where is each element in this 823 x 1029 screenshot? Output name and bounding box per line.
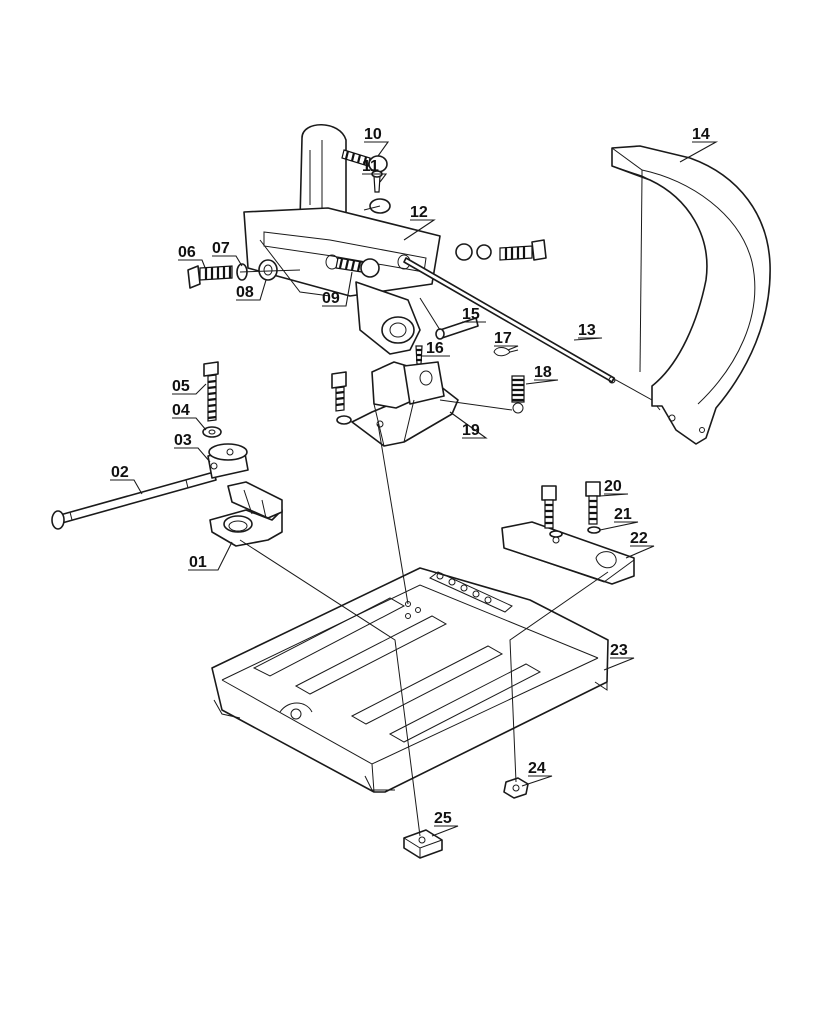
bolt-10	[341, 149, 388, 173]
part-label-12: 12	[403, 204, 436, 241]
part-label-13: 13	[573, 322, 603, 341]
screw-16	[415, 345, 423, 365]
part-label-23: 23	[603, 642, 635, 671]
part-label-07: 07	[212, 240, 243, 267]
part-label-10: 10	[364, 126, 390, 157]
lever-bracket-12	[363, 198, 391, 214]
svg-text:18: 18	[534, 364, 552, 381]
vise-bracket	[209, 481, 283, 547]
svg-text:15: 15	[462, 306, 480, 323]
part-label-03: 03	[174, 432, 211, 463]
right-nut-bolt-set	[455, 239, 547, 261]
svg-text:05: 05	[172, 378, 190, 395]
vise-spindle	[51, 471, 217, 530]
part-label-24: 24	[521, 760, 553, 787]
washer-04	[202, 426, 222, 438]
svg-text:10: 10	[364, 126, 382, 143]
part-label-14: 14	[679, 126, 719, 163]
bolt-09	[335, 257, 380, 278]
part-label-05: 05	[172, 378, 207, 395]
part-label-02: 02	[110, 464, 143, 495]
assembly-centerlines	[239, 269, 609, 837]
svg-text:12: 12	[410, 204, 428, 221]
washer-08	[258, 259, 278, 281]
svg-text:06: 06	[178, 244, 196, 261]
part-label-22: 22	[625, 530, 655, 559]
base-plate	[211, 567, 609, 793]
pivot-base	[351, 361, 459, 447]
part-label-11: 11	[362, 158, 388, 183]
part-label-16: 16	[422, 340, 450, 357]
part-label-15: 15	[462, 306, 486, 323]
part-label-08: 08	[236, 279, 267, 301]
blade-guard	[611, 145, 771, 445]
svg-text:20: 20	[604, 478, 622, 495]
part-label-18: 18	[525, 364, 559, 385]
vise-nut-block	[207, 443, 249, 479]
nut-24	[503, 777, 529, 799]
svg-text:09: 09	[322, 290, 340, 307]
svg-text:21: 21	[614, 506, 632, 523]
svg-text:03: 03	[174, 432, 192, 449]
bolt-06	[187, 265, 233, 289]
part-label-04: 04	[172, 402, 207, 431]
fence-22	[501, 521, 635, 585]
part-label-01: 01	[188, 541, 233, 571]
part-label-19: 19	[449, 411, 488, 439]
part-label-17: 17	[494, 330, 519, 351]
part-label-20: 20	[599, 478, 629, 497]
bolt-05	[203, 361, 219, 422]
part-label-25: 25	[431, 810, 459, 837]
square-nut-25	[403, 829, 443, 859]
svg-text:19: 19	[462, 422, 480, 439]
part-label-06: 06	[178, 244, 207, 271]
svg-text:08: 08	[236, 284, 254, 301]
svg-text:07: 07	[212, 240, 230, 257]
svg-text:04: 04	[172, 402, 190, 419]
svg-text:23: 23	[610, 642, 628, 659]
svg-text:14: 14	[692, 126, 710, 143]
part-label-09: 09	[322, 271, 353, 307]
svg-text:11: 11	[362, 158, 379, 175]
bolt-19-mount	[331, 371, 352, 425]
bolt-20	[541, 481, 601, 529]
svg-text:01: 01	[189, 554, 207, 571]
svg-text:22: 22	[630, 530, 648, 547]
svg-text:17: 17	[494, 330, 512, 347]
spring-18	[511, 375, 525, 414]
svg-text:16: 16	[426, 340, 444, 357]
clip-17	[493, 347, 519, 357]
pivot-arm	[243, 124, 441, 355]
svg-text:25: 25	[434, 810, 452, 827]
svg-text:02: 02	[111, 464, 129, 481]
svg-text:24: 24	[528, 760, 546, 777]
part-label-21: 21	[599, 506, 639, 531]
washer-21	[549, 526, 601, 538]
svg-text:13: 13	[578, 322, 596, 339]
